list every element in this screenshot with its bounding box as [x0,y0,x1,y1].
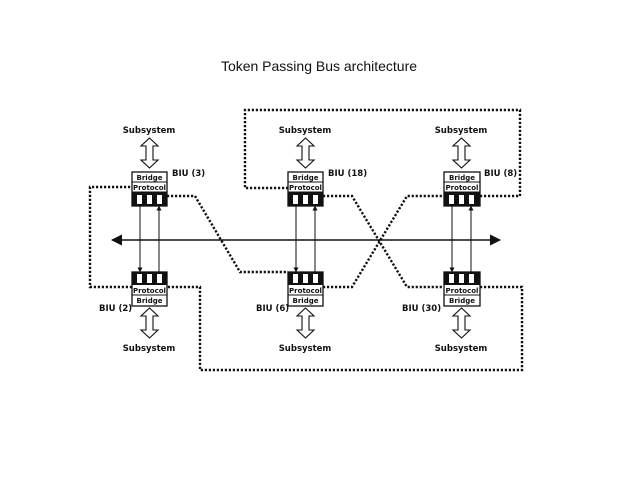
biu-2-label: BIU (2) [99,304,132,314]
subsystem-label-top-right: Subsystem [435,126,488,136]
token-path-2-to-3 [88,185,132,289]
page-title: Token Passing Bus architecture [220,58,418,74]
protocol-label: Protocol [289,287,322,295]
bus-taps [137,205,474,273]
token-path-3-to-6 [167,194,288,274]
bridge-label: Bridge [449,297,475,305]
biu-2-node: Protocol Bridge [131,271,168,307]
biu-30-label: BIU (30) [402,304,441,314]
bridge-label: Bridge [137,297,163,305]
subsystem-arrows [139,137,472,339]
biu-30-node: Protocol Bridge [443,271,481,307]
subsystem-label-top-middle: Subsystem [279,126,332,136]
bridge-label: Bridge [293,174,319,182]
bridge-label: Bridge [137,174,163,182]
token-path-30-to-2 [167,285,524,372]
biu-6-node: Protocol Bridge [287,271,324,307]
protocol-label: Protocol [133,184,166,192]
subsystem-label-bottom-middle: Subsystem [279,344,332,354]
subsystem-label-bottom-left: Subsystem [123,344,176,354]
bridge-label: Bridge [449,174,475,182]
subsystem-label-top-left: Subsystem [123,126,176,136]
protocol-label: Protocol [289,184,322,192]
biu-3-label: BIU (3) [172,169,205,179]
biu-8-node: Bridge Protocol [443,171,481,207]
token-path-8-loop-to-18 [243,108,522,198]
subsystem-label-bottom-right: Subsystem [435,344,488,354]
biu-6-label: BIU (6) [256,304,289,314]
token-path-18-to-30 [323,194,444,289]
protocol-label: Protocol [133,287,166,295]
protocol-label: Protocol [446,287,479,295]
biu-18-node: Bridge Protocol [287,171,324,207]
biu-18-label: BIU (18) [328,169,367,179]
biu-8-label: BIU (8) [484,169,517,179]
protocol-label: Protocol [446,184,479,192]
token-path-6-to-8 [323,194,444,289]
biu-3-node: Bridge Protocol [131,171,168,207]
bridge-label: Bridge [293,297,319,305]
